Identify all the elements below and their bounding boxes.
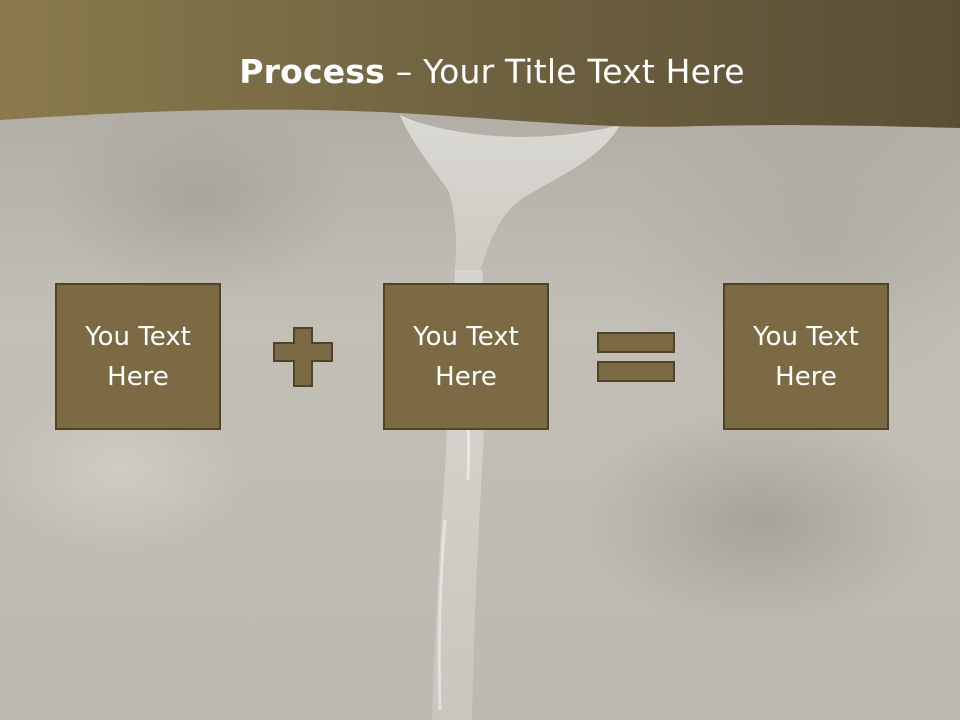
- process-box-3: You Text Here: [723, 283, 889, 430]
- box-1-line-1: You Text: [85, 321, 191, 352]
- box-2-line-1: You Text: [413, 321, 519, 352]
- box-2-line-2: Here: [435, 361, 497, 392]
- title-dash: –: [385, 52, 424, 91]
- box-3-line-1: You Text: [753, 321, 859, 352]
- title-banner: [0, 0, 960, 128]
- box-1-line-2: Here: [107, 361, 169, 392]
- box-3-line-2: Here: [775, 361, 837, 392]
- process-box-1: You Text Here: [55, 283, 221, 430]
- slide-title: Process – Your Title Text Here: [0, 52, 960, 91]
- process-box-2: You Text Here: [383, 283, 549, 430]
- title-rest: Your Title Text Here: [423, 52, 745, 91]
- title-bold: Process: [239, 52, 385, 91]
